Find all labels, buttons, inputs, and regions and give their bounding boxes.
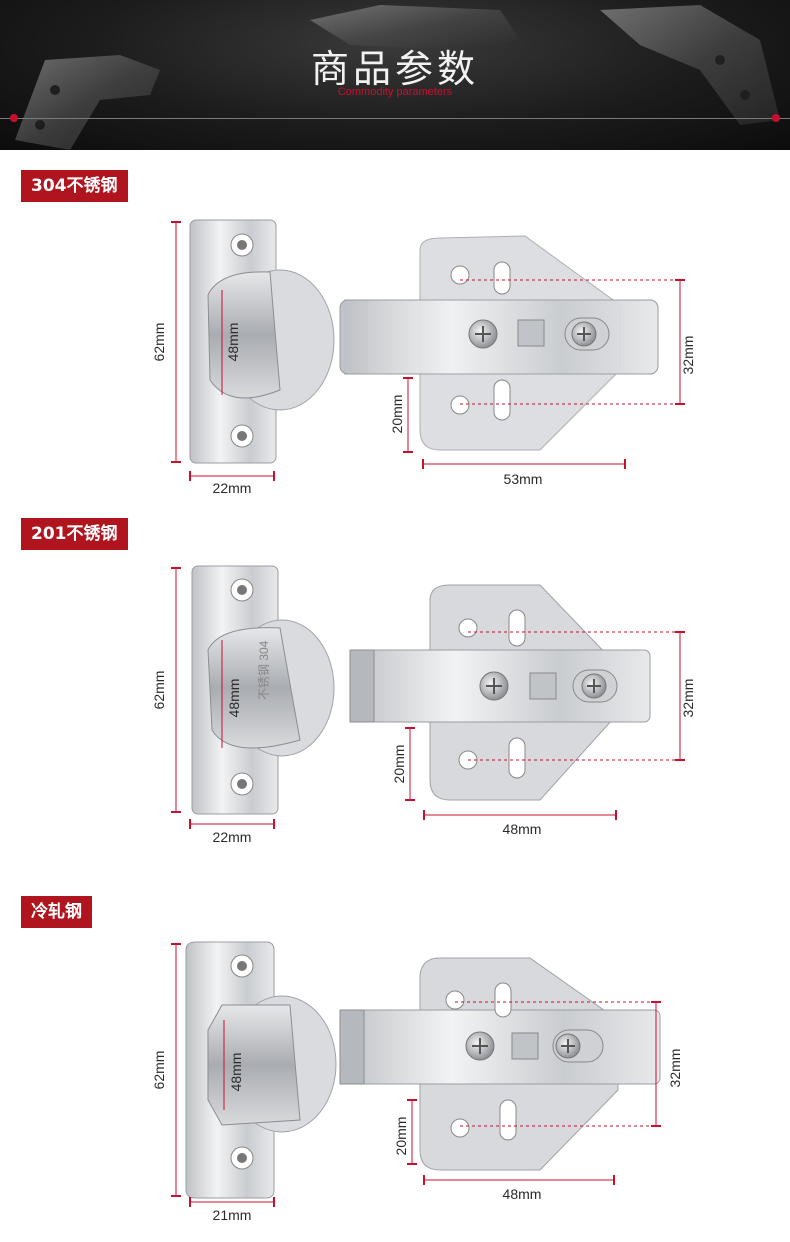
dim-arm-hole-304: 20mm xyxy=(389,395,405,434)
dim-cup-304: 48mm xyxy=(225,323,241,362)
dim-height-cold-rolled: 62mm xyxy=(151,1051,167,1090)
dim-arm-hole-201: 20mm xyxy=(391,745,407,784)
dim-height-201: 62mm xyxy=(151,671,167,710)
page-title: 商品参数 xyxy=(310,47,479,91)
banner-dot-left xyxy=(10,114,18,122)
dim-cup-201: 48mm xyxy=(226,679,242,718)
cup-stamp: 不锈钢 304 xyxy=(257,640,271,700)
dim-plate-width-304: 53mm xyxy=(504,471,543,487)
dim-plate-width-201: 48mm xyxy=(503,821,542,837)
dim-plate-hole-304: 32mm xyxy=(680,336,696,375)
dim-base-304: 22mm xyxy=(213,480,252,496)
banner-divider xyxy=(0,118,790,119)
hinge-304: 62mm 48mm 22mm 53mm 32mm 20mm xyxy=(151,219,696,496)
hinge-201: 不锈钢 304 62mm 48mm 22mm 48mm 32mm 20mm xyxy=(151,565,696,845)
dim-base-201: 22mm xyxy=(213,829,252,845)
section-tag-304: 304不锈钢 xyxy=(21,170,128,202)
dim-height-304: 62mm xyxy=(151,323,167,362)
page-subtitle: Commodity parameters xyxy=(337,86,453,98)
dim-arm-hole-cold-rolled: 20mm xyxy=(393,1117,409,1156)
dim-plate-hole-cold-rolled: 32mm xyxy=(667,1049,683,1088)
dim-plate-width-cold-rolled: 48mm xyxy=(503,1186,542,1202)
dim-base-cold-rolled: 21mm xyxy=(213,1207,252,1223)
dim-cup-cold-rolled: 48mm xyxy=(228,1053,244,1092)
section-tag-201: 201不锈钢 xyxy=(21,518,128,550)
dim-plate-hole-201: 32mm xyxy=(680,679,696,718)
banner-dot-right xyxy=(772,114,780,122)
section-tag-cold-rolled: 冷轧钢 xyxy=(21,896,92,928)
hinge-cold-rolled: 62mm 48mm 21mm 48mm 32mm 20mm xyxy=(151,941,683,1223)
header-banner: 商品参数 Commodity parameters xyxy=(0,0,790,150)
banner-hinge-decoration xyxy=(15,5,780,150)
